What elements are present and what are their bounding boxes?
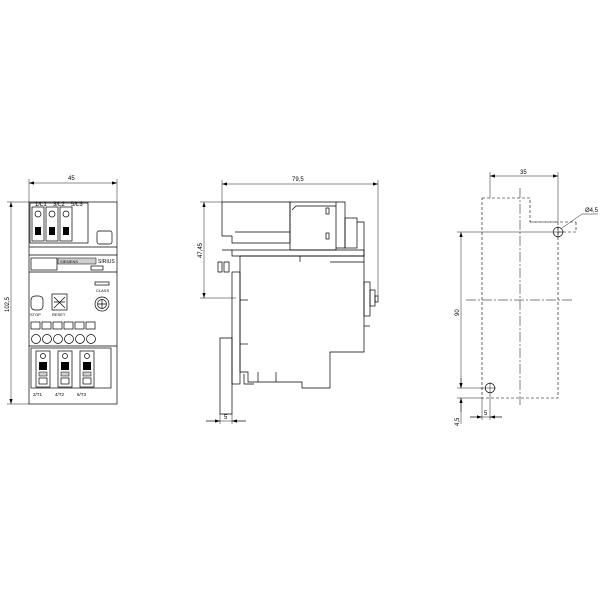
- screw-row: [31, 334, 96, 344]
- indicator-row: [30, 321, 96, 330]
- current-setting-dial: [94, 296, 110, 312]
- side-knob: [363, 281, 371, 317]
- brand-plate: [57, 257, 97, 265]
- side-height-value: 47,45: [198, 242, 204, 258]
- front-body-outline: [28, 201, 118, 405]
- terminal-label-1: 1/L1: [35, 202, 47, 208]
- top-terminal-block: [29, 202, 89, 244]
- mounting-plate: [231, 271, 241, 385]
- front-height-value: 102,5: [5, 296, 11, 312]
- bottom-terminal-block: [30, 347, 112, 389]
- brand-label: SIEMENS: [60, 259, 78, 264]
- side-view: 79,5 47,45 5: [198, 177, 379, 424]
- class-label: CLASS: [96, 288, 109, 293]
- terminal-label-2: 2/T1: [33, 392, 43, 397]
- side-depth-value: 79,5: [292, 177, 304, 183]
- bottom-terminals: [35, 350, 95, 388]
- mounting-width-value: 35: [520, 170, 527, 176]
- upper-housing: [221, 201, 291, 244]
- model-label: SIRIUS: [98, 259, 115, 265]
- side-base-value: 5: [224, 415, 228, 421]
- reset-button: [51, 293, 68, 311]
- offset-x-value: 5: [484, 411, 488, 417]
- relay-body: [239, 255, 365, 389]
- stop-button: [30, 295, 44, 311]
- top-terminals: [31, 206, 73, 242]
- front-view: 1/L1 3/L2 5/L3 SIEMENS SIRIUS STOP RESET…: [5, 176, 118, 405]
- label-window: [30, 257, 58, 271]
- auxiliary-cap: [96, 230, 113, 245]
- terminal-label-3: 3/L2: [53, 202, 65, 208]
- terminal-label-4: 4/T2: [55, 392, 65, 397]
- stop-label: STOP: [30, 312, 41, 317]
- mounting-height-value: 90: [455, 309, 461, 316]
- offset-y-value: 4,5: [455, 417, 461, 426]
- mounting-view: Ø4,5 35 90 5 4,5: [455, 170, 599, 426]
- hole-diameter-value: Ø4,5: [585, 208, 599, 214]
- terminal-label-6: 6/T3: [77, 392, 87, 397]
- reset-label: RESET: [52, 312, 66, 317]
- terminal-label-5: 5/L3: [71, 202, 83, 208]
- front-width-value: 45: [68, 176, 75, 182]
